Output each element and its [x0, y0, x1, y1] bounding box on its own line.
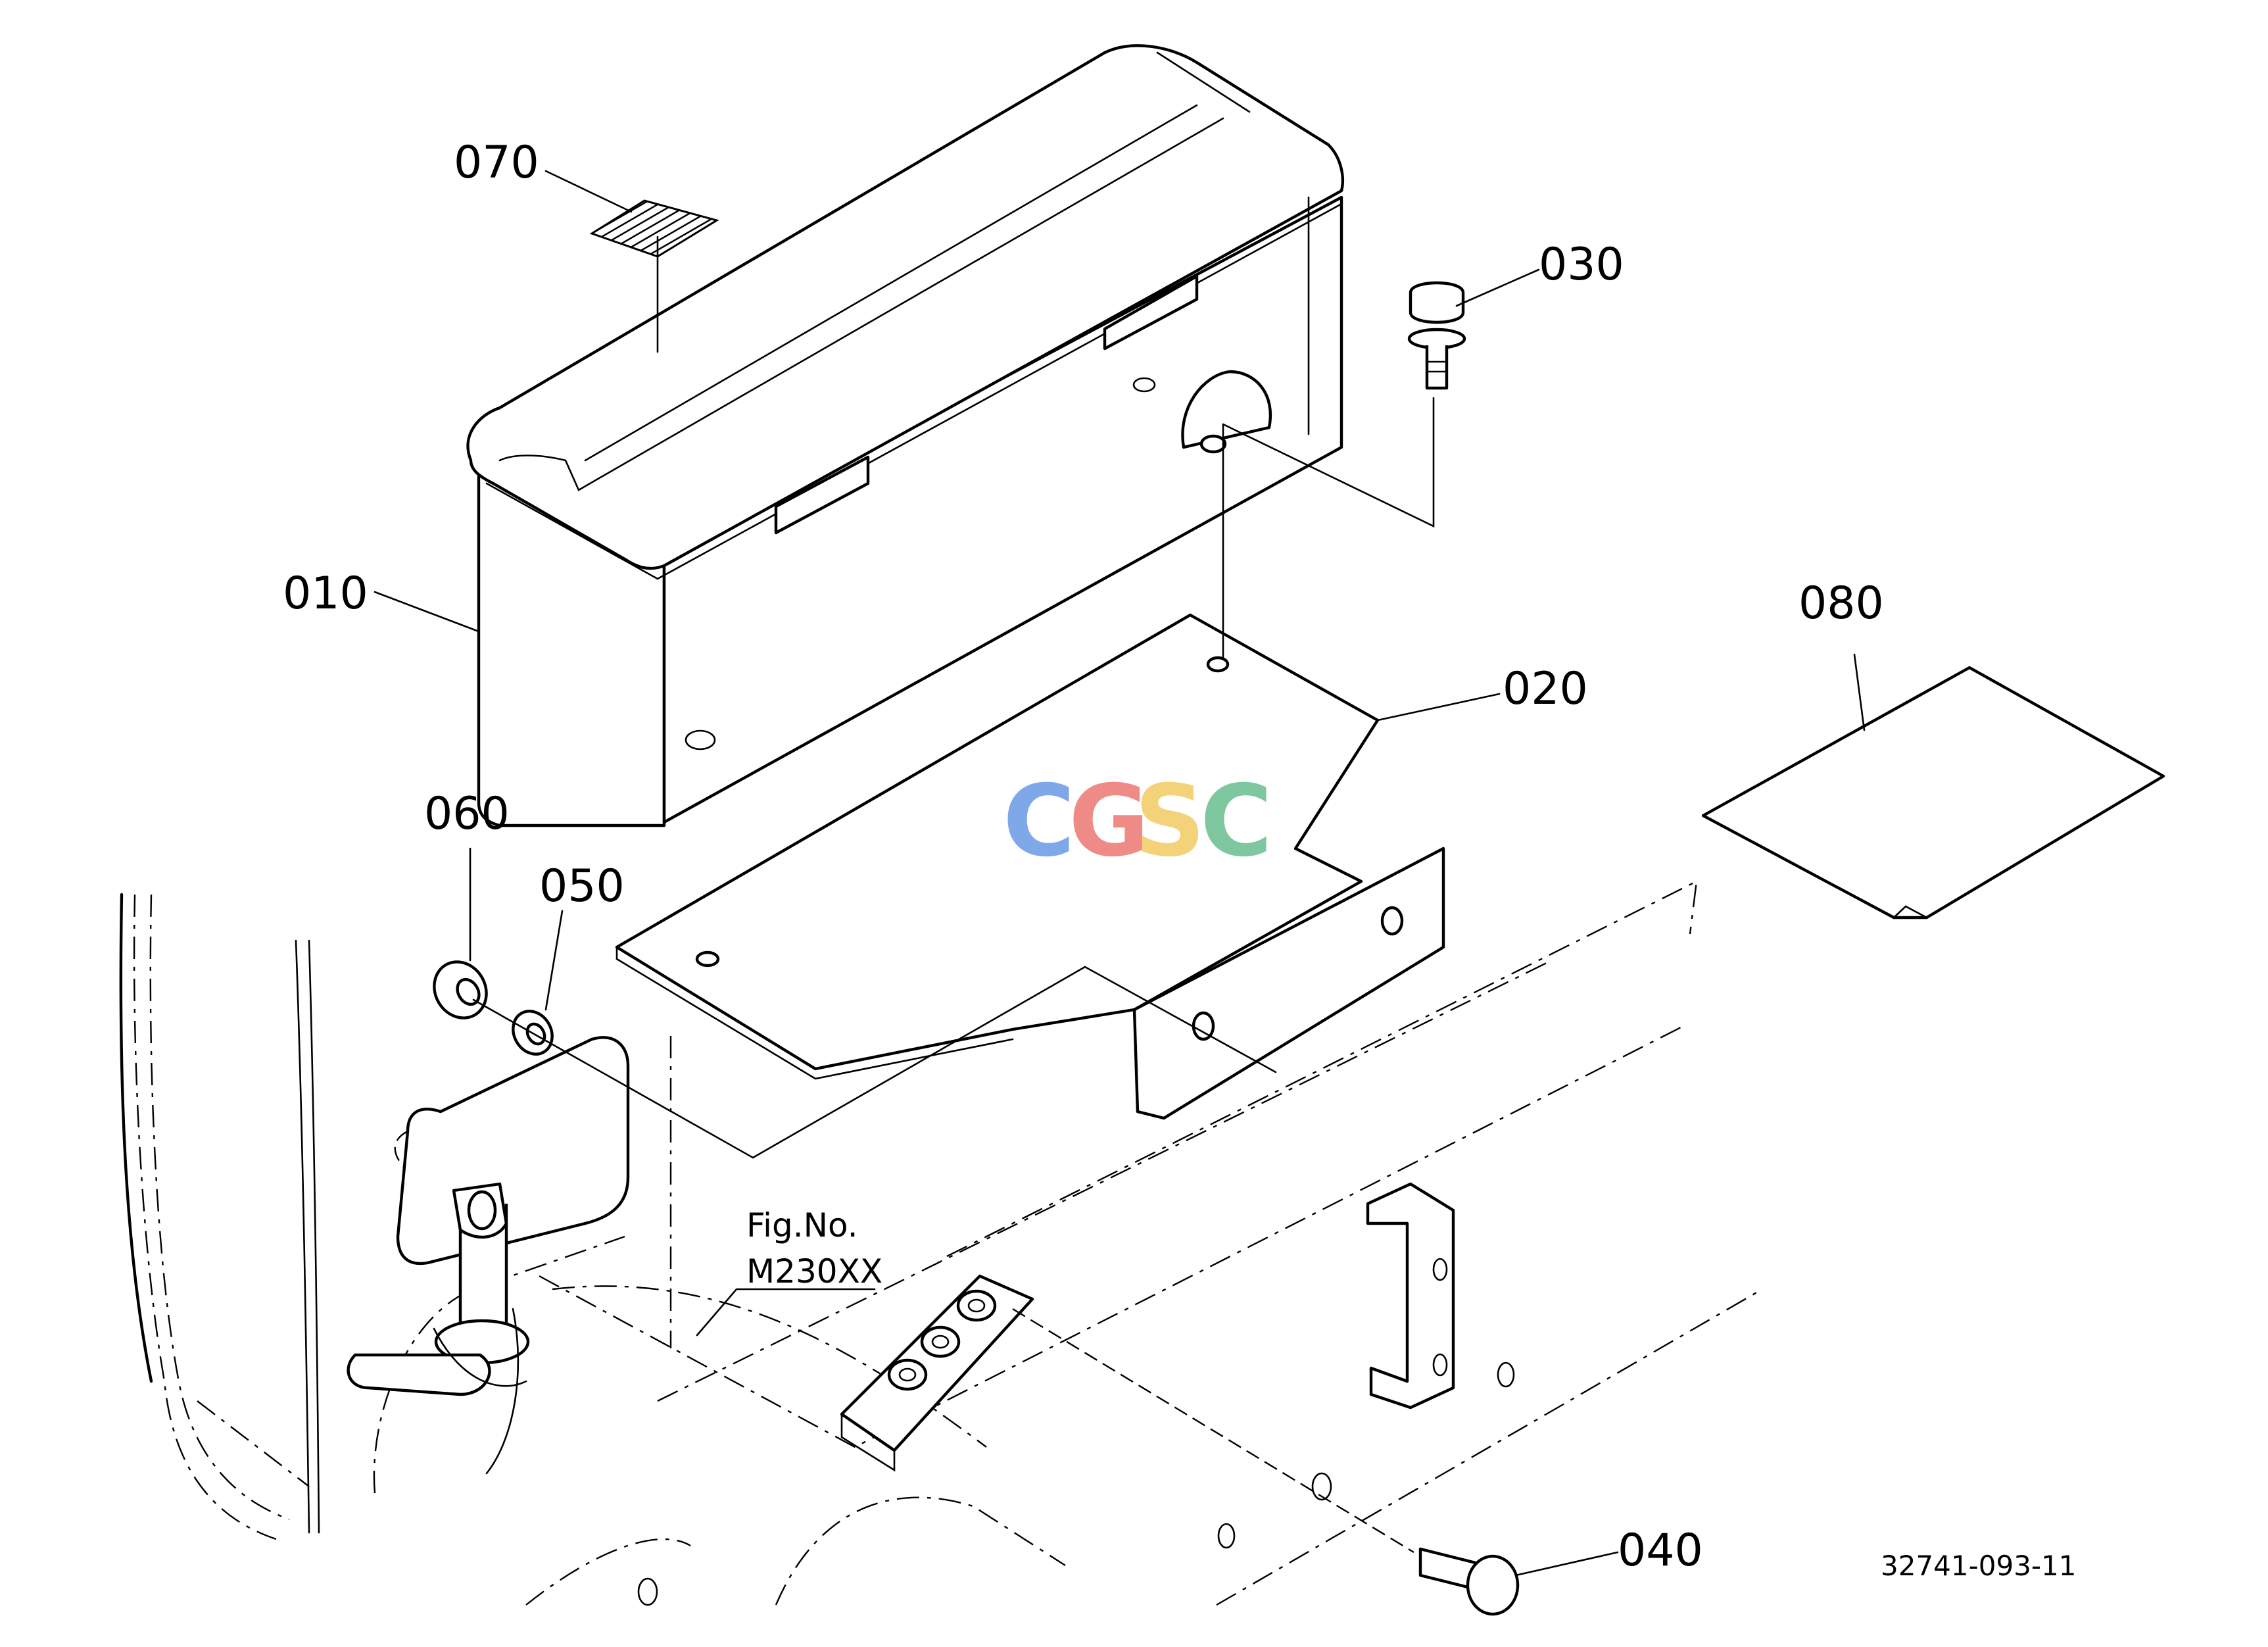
callout-labels: 070 010 030 020 080 060 050 040 Fig.No. … — [283, 137, 2077, 1582]
watermark-letter: S — [1134, 764, 1205, 879]
manual-sheet — [1701, 666, 2165, 920]
leader-lines — [374, 170, 1866, 1577]
callout-070: 070 — [454, 137, 539, 189]
callout-040: 040 — [1618, 1525, 1703, 1577]
u-bracket — [637, 1182, 1515, 1606]
nut-060 — [433, 960, 488, 1020]
watermark-letter: C — [1200, 764, 1272, 879]
watermark-letter: G — [1069, 764, 1149, 879]
watermark-letter: C — [1003, 764, 1075, 879]
hitch-plate — [840, 1274, 1034, 1472]
drawing-number: 32741-093-11 — [1881, 1550, 2077, 1582]
caution-decal — [589, 199, 719, 258]
callout-080: 080 — [1798, 578, 1884, 629]
callout-050: 050 — [539, 860, 625, 912]
mounting-bracket — [615, 613, 1445, 1159]
tractor-frame-outline — [119, 879, 1763, 1606]
figure-ref-line2: M230XX — [746, 1252, 882, 1291]
tool-box — [466, 44, 1344, 827]
bolt-040 — [1012, 1308, 1520, 1616]
callout-020: 020 — [1503, 663, 1588, 715]
figure-ref-line1: Fig.No. — [746, 1206, 858, 1244]
bolt-030 — [1222, 281, 1466, 528]
callout-030: 030 — [1539, 239, 1624, 291]
callout-010: 010 — [283, 568, 368, 620]
callout-060: 060 — [424, 788, 510, 840]
lift-arm-assembly — [347, 1036, 630, 1475]
